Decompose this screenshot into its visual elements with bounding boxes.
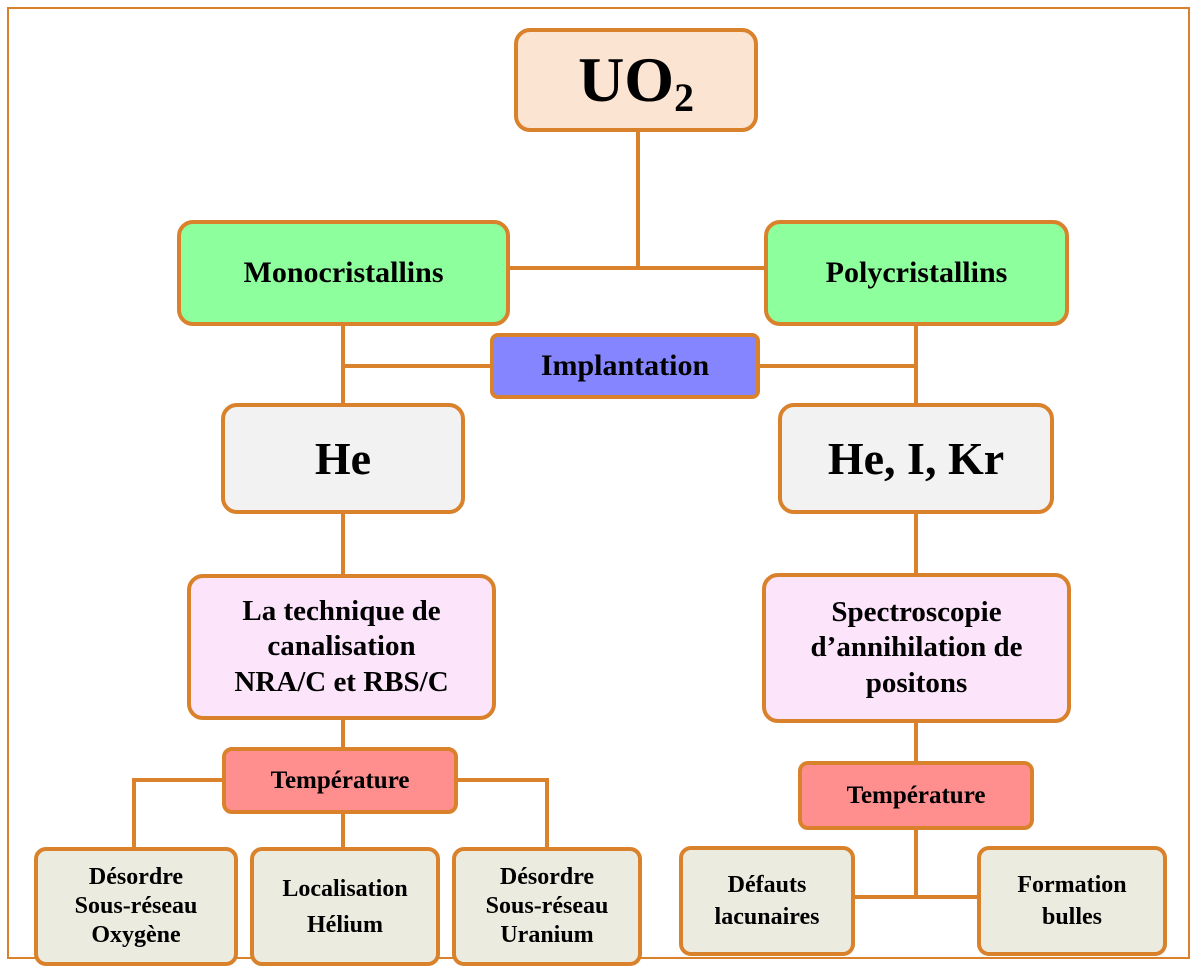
node-spectroscopie-line-2: d’annihilation de bbox=[810, 631, 1023, 664]
node-formation-bulles: Formation bulles bbox=[977, 846, 1167, 956]
node-spectroscopie: Spectroscopie d’annihilation de positons bbox=[762, 573, 1071, 723]
node-temperature-left-label: Température bbox=[270, 766, 410, 794]
node-desordre-uranium: Désordre Sous-réseau Uranium bbox=[452, 847, 642, 966]
node-desordre-oxygene: Désordre Sous-réseau Oxygène bbox=[34, 847, 238, 966]
connector-temperature-results bbox=[853, 828, 981, 899]
node-polycristallins-label: Polycristallins bbox=[825, 256, 1008, 289]
node-he: He bbox=[221, 403, 465, 514]
node-monocristallins-label: Monocristallins bbox=[243, 256, 444, 289]
node-defauts-lacunaires: Défauts lacunaires bbox=[679, 846, 855, 956]
node-formation-bulles-line-2: bulles bbox=[1041, 904, 1103, 930]
node-canalisation-line-2: canalisation bbox=[267, 630, 416, 663]
root-node-uo2: UO2 bbox=[514, 28, 758, 132]
node-desordre-uranium-line-2: Sous-réseau bbox=[485, 893, 609, 920]
node-monocristallins: Monocristallins bbox=[177, 220, 510, 326]
node-desordre-oxygene-line-1: Désordre bbox=[88, 864, 184, 891]
node-desordre-oxygene-line-2: Sous-réseau bbox=[74, 893, 198, 920]
root-formula: UO2 bbox=[578, 42, 694, 119]
node-he-label: He bbox=[314, 432, 372, 484]
connector-temperature-branches bbox=[132, 778, 549, 850]
node-spectroscopie-line-3: positons bbox=[865, 666, 968, 699]
node-canalisation-line-3: NRA/C et RBS/C bbox=[234, 665, 449, 698]
root-formula-main: UO bbox=[578, 43, 675, 115]
node-he-i-kr-label: He, I, Kr bbox=[827, 432, 1005, 484]
node-desordre-uranium-line-3: Uranium bbox=[500, 921, 594, 948]
node-canalisation-line-1: La technique de bbox=[242, 594, 441, 627]
node-he-i-kr: He, I, Kr bbox=[778, 403, 1054, 514]
node-canalisation: La technique de canalisation NRA/C et RB… bbox=[187, 574, 496, 720]
node-defauts-lacunaires-line-2: lacunaires bbox=[714, 904, 820, 930]
node-temperature-right-label: Température bbox=[846, 781, 986, 809]
node-desordre-oxygene-line-3: Oxygène bbox=[91, 921, 181, 948]
node-implantation-label: Implantation bbox=[540, 349, 710, 382]
root-formula-subscript: 2 bbox=[674, 75, 694, 120]
node-desordre-uranium-line-1: Désordre bbox=[499, 864, 595, 891]
node-temperature-left: Température bbox=[222, 747, 458, 814]
node-formation-bulles-line-1: Formation bbox=[1017, 871, 1127, 898]
node-localisation-helium: Localisation Hélium bbox=[250, 847, 440, 966]
node-localisation-helium-line-2: Hélium bbox=[307, 911, 383, 938]
connector-root-crystals bbox=[510, 130, 768, 270]
node-defauts-lacunaires-line-1: Défauts bbox=[727, 871, 807, 898]
node-localisation-helium-line-1: Localisation bbox=[282, 875, 408, 902]
node-spectroscopie-line-1: Spectroscopie bbox=[831, 595, 1002, 628]
node-temperature-right: Température bbox=[798, 761, 1034, 830]
node-implantation: Implantation bbox=[490, 333, 760, 399]
node-polycristallins: Polycristallins bbox=[764, 220, 1069, 326]
